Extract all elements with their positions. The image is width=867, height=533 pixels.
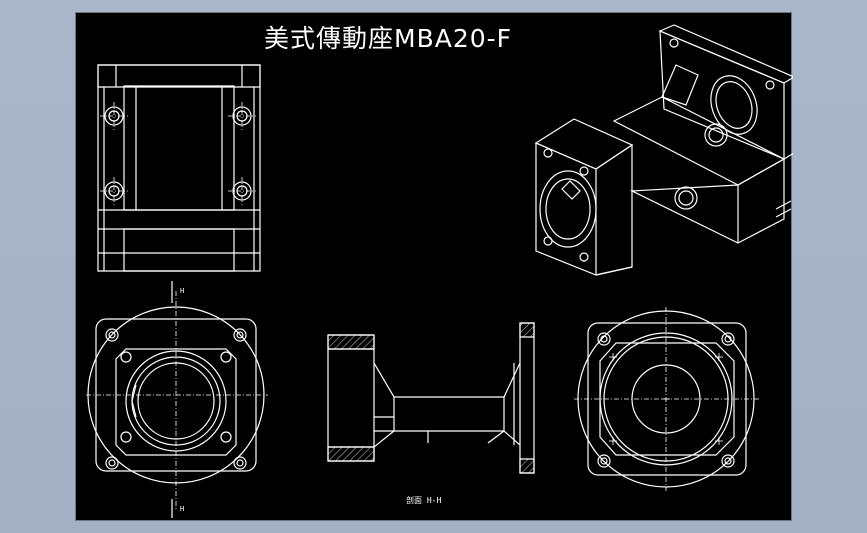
top-view-holes [105,107,251,200]
drawing-title: 美式傳動座MBA20-F [264,24,513,53]
section-label: 剖面 H-H [406,496,442,505]
drawing-canvas[interactable]: 美式傳動座MBA20-F [75,12,792,521]
front-view [86,281,268,518]
top-view [98,65,260,271]
cad-drawing: H H [76,13,793,522]
cut-marker-top: H [180,287,184,295]
isometric-view [536,25,793,275]
rear-view [574,307,760,491]
section-view [328,323,534,473]
cut-marker-bottom: H [180,505,184,513]
